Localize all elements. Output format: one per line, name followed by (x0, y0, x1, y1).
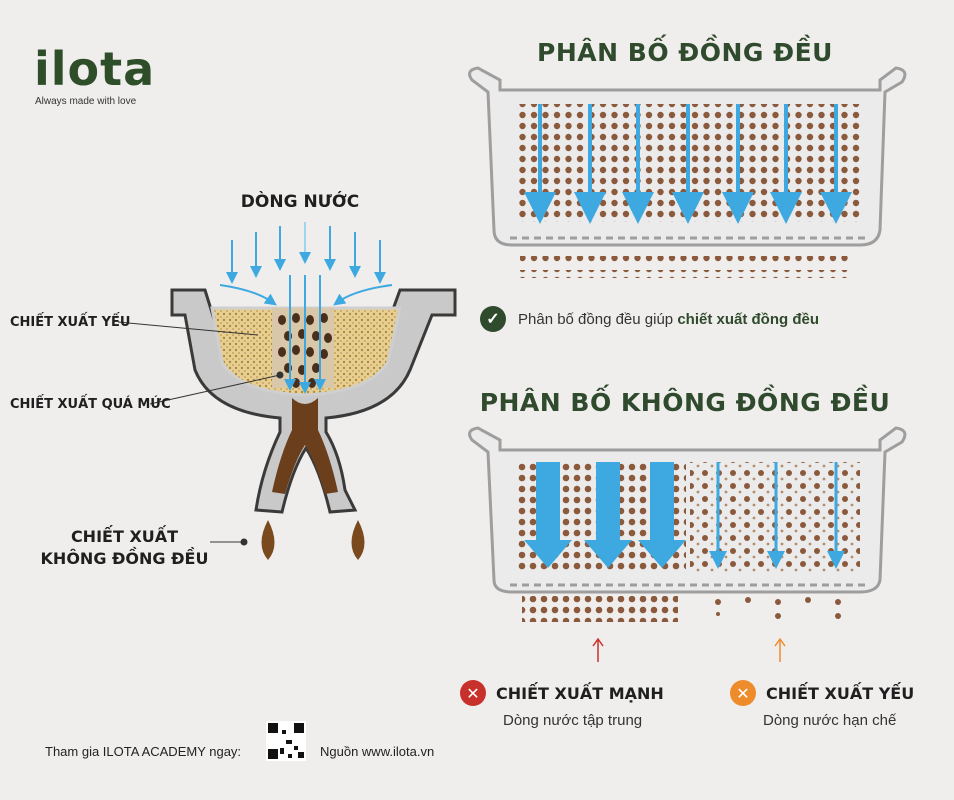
uneven-extraction-label: CHIẾT XUẤT KHÔNG ĐỒNG ĐỀU (22, 526, 227, 570)
weak-extraction-sub: Dòng nước hạn chế (763, 712, 897, 729)
brand-logo: ilota (34, 42, 156, 96)
even-note-bold: chiết xuất đồng đều (677, 310, 819, 328)
strong-extraction-result: ✕ CHIẾT XUẤT MẠNH (460, 680, 664, 706)
qr-code (266, 721, 306, 761)
weak-extraction-label: CHIẾT XUẤT YẾU (10, 315, 131, 330)
footer-source-link[interactable]: Nguồn www.ilota.vn (320, 744, 435, 759)
uneven-extraction-line1: CHIẾT XUẤT (70, 527, 179, 546)
strong-extraction-sub: Dòng nước tập trung (503, 712, 643, 729)
uneven-basket (468, 426, 907, 662)
brand-tagline: Always made with love (35, 96, 137, 107)
label-leaders (117, 321, 284, 546)
even-note-text: Phân bố đồng đều giúp (518, 310, 678, 328)
uneven-extraction-line2: KHÔNG ĐỒNG ĐỀU (40, 549, 209, 568)
even-note: ✓ Phân bố đồng đều giúp chiết xuất đồng … (480, 306, 819, 332)
x-circle-icon: ✕ (460, 680, 486, 706)
over-extraction-label: CHIẾT XUẤT QUÁ MỨC (10, 397, 171, 412)
water-flow-label: DÒNG NƯỚC (240, 192, 360, 212)
weak-extraction-result: ✕ CHIẾT XUẤT YẾU (730, 680, 914, 706)
footer-join-text: Tham gia ILOTA ACADEMY ngay: (45, 744, 242, 759)
water-arrows (219, 222, 393, 394)
even-title: PHÂN BỐ ĐỒNG ĐỀU (537, 38, 833, 67)
uneven-title: PHÂN BỐ KHÔNG ĐỒNG ĐỀU (479, 388, 891, 417)
strong-extraction-title: CHIẾT XUẤT MẠNH (496, 683, 664, 703)
x-circle-icon: ✕ (730, 680, 756, 706)
check-circle-icon: ✓ (480, 306, 506, 332)
even-basket (468, 66, 907, 278)
weak-extraction-title: CHIẾT XUẤT YẾU (766, 683, 915, 703)
